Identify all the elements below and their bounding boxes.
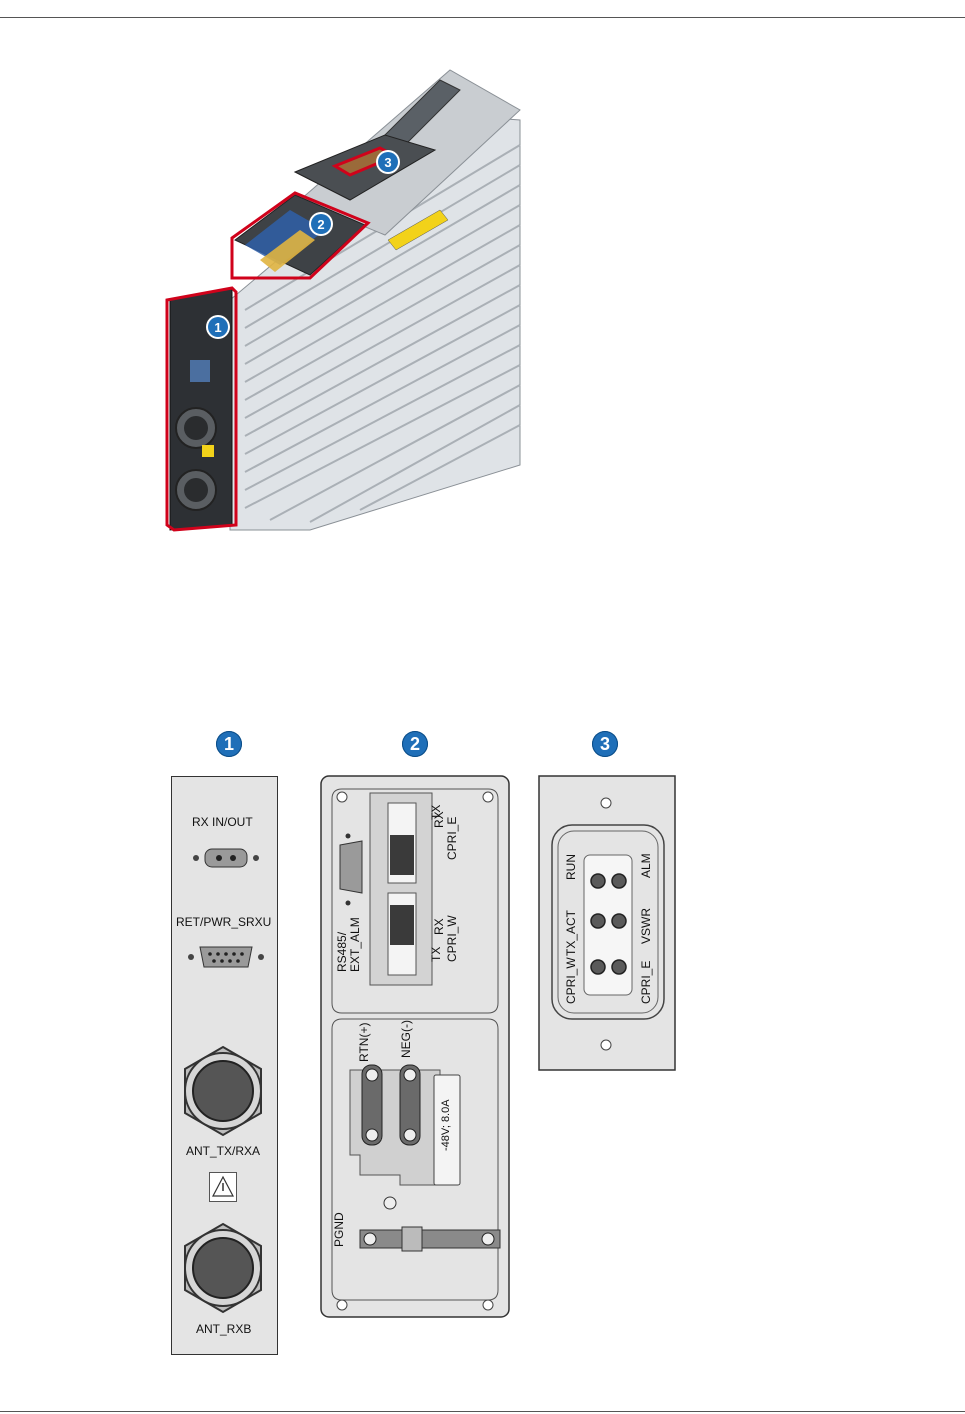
rx-in-out-connector [190, 845, 262, 871]
cpri-w-rx-label: RX [433, 918, 445, 935]
run-label: RUN [565, 854, 577, 880]
ret-pwr-connector [186, 943, 266, 971]
callout-1: 1 [216, 731, 242, 757]
callout-1-device: 1 [208, 317, 228, 337]
pgnd-label: PGND [333, 1212, 345, 1247]
cpri-e-rx-text: RX [433, 811, 445, 828]
ret-pwr-label: RET/PWR_SRXU [176, 916, 271, 928]
alm-label: ALM [640, 853, 652, 878]
cpri-e-label: CPRI_E [446, 817, 458, 860]
panel-3-frame [538, 775, 676, 1071]
rx-in-out-label: RX IN/OUT [192, 816, 253, 828]
cpri-e-led-label: CPRI_E [640, 961, 652, 1004]
device-3d-illustration [150, 60, 540, 540]
cpri-w-tx-label: TX [430, 947, 442, 962]
warning-symbol [209, 1172, 237, 1202]
cpri-w-label: CPRI_W [446, 915, 458, 962]
footer-rule [0, 1411, 965, 1412]
panel-2-frame [320, 775, 510, 1318]
vswr-label: VSWR [640, 908, 652, 944]
tx-act-label: TX_ACT [565, 910, 577, 956]
callout-2-device: 2 [311, 214, 331, 234]
ext-alm-label: EXT_ALM [349, 917, 361, 972]
ant-txrxa-connector [177, 1045, 269, 1137]
callout-2: 2 [402, 731, 428, 757]
power-rating-label: -48V; 8.0A [441, 1099, 452, 1151]
cpri-w-led-label: CPRI_W [565, 957, 577, 1004]
rs485-label: RS485/ [336, 932, 348, 972]
rtn-label: RTN(+) [358, 1023, 370, 1062]
ant-rxb-connector [177, 1222, 269, 1314]
neg-label: NEG(-) [400, 1020, 412, 1058]
ant-txrxa-label: ANT_TX/RXA [186, 1145, 260, 1157]
ant-rxb-label: ANT_RXB [196, 1323, 251, 1335]
callout-3-device: 3 [378, 152, 398, 172]
callout-3: 3 [592, 731, 618, 757]
header-rule [0, 17, 965, 18]
